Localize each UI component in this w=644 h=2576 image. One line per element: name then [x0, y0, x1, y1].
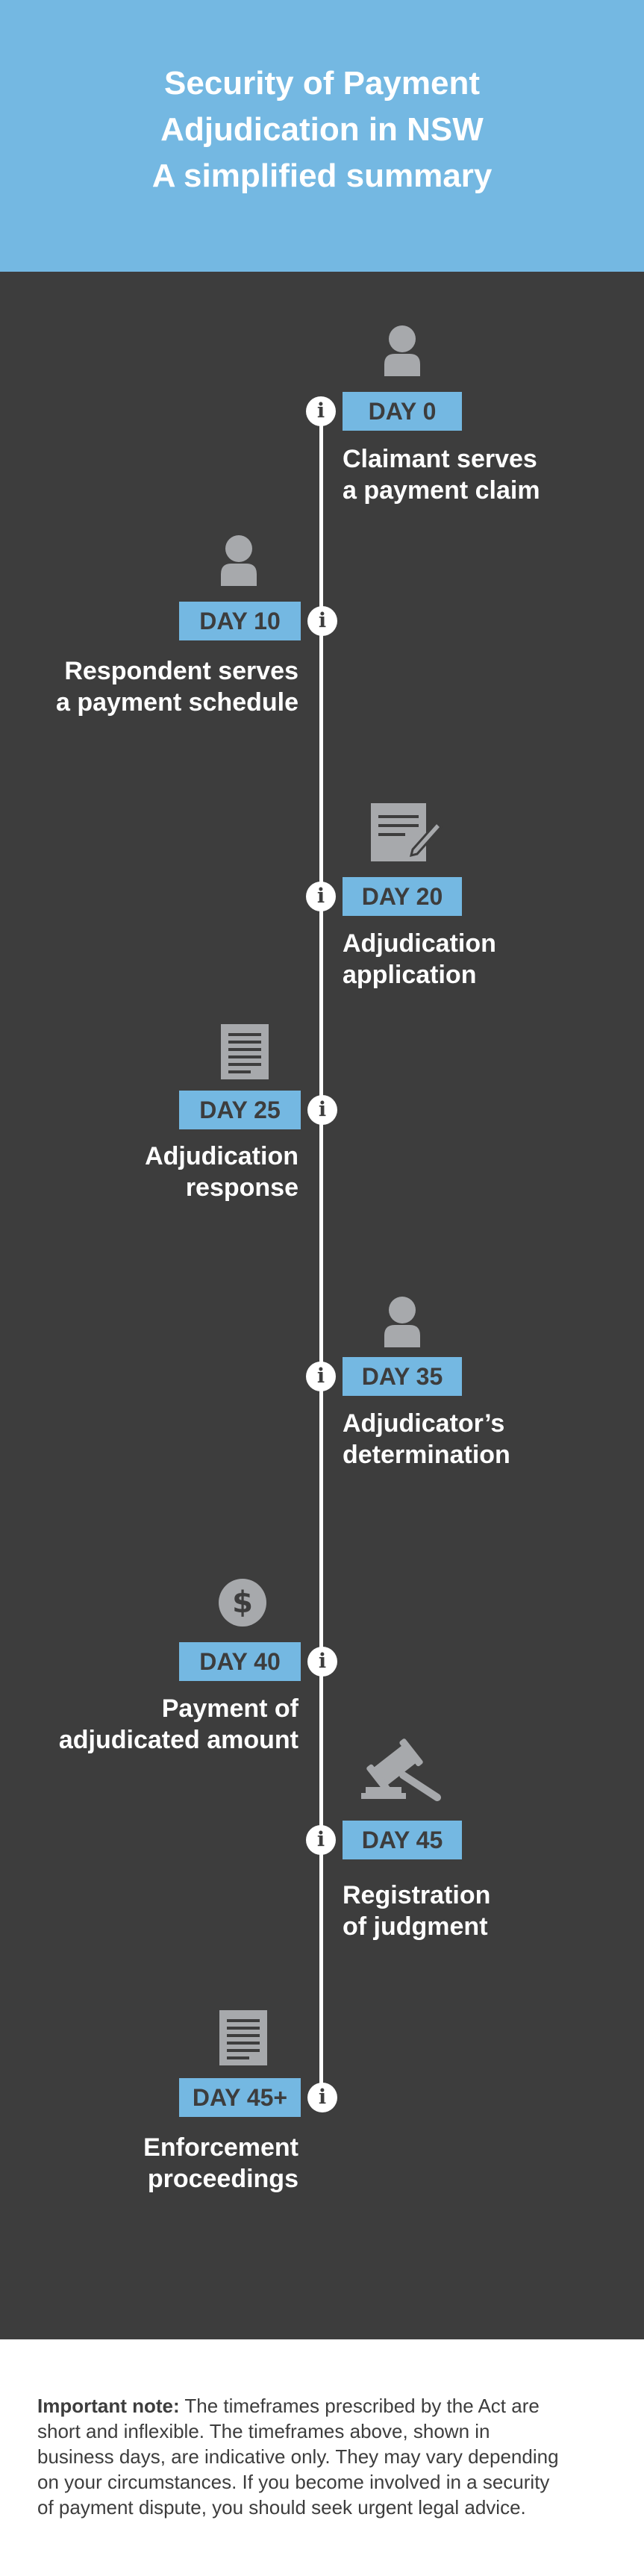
info-icon[interactable]: i	[306, 1362, 336, 1391]
step-description-line: a payment schedule	[55, 688, 298, 717]
day-badge: DAY 0	[343, 392, 462, 431]
title-line-1: Security of Payment	[163, 65, 481, 102]
info-icon[interactable]: i	[307, 606, 337, 636]
day-badge: DAY 25	[179, 1091, 301, 1129]
step-description: Adjudication response	[15, 1141, 298, 1203]
step-description-line: application	[343, 961, 477, 989]
info-icon[interactable]: i	[306, 882, 336, 911]
step-description-line: Payment of	[161, 1694, 298, 1723]
step-description: Registration of judgment	[343, 1880, 626, 1942]
info-icon[interactable]: i	[306, 396, 336, 426]
day-badge: DAY 20	[343, 877, 462, 916]
important-note: Important note: The timeframes prescribe…	[37, 2393, 619, 2520]
timeline-spine	[319, 399, 323, 2109]
note-line-3: business days, are indicative only. They…	[37, 2445, 559, 2468]
info-icon[interactable]: i	[307, 1647, 337, 1677]
document-pen-icon	[371, 800, 443, 864]
important-note-section: Important note: The timeframes prescribe…	[0, 2339, 644, 2576]
day-badge: DAY 45+	[179, 2078, 301, 2117]
step-description-line: Adjudicator’s	[343, 1409, 505, 1438]
note-line-1-rest: The timeframes prescribed by the Act are	[179, 2395, 540, 2417]
step-description-line: Adjudication	[343, 929, 496, 958]
day-badge: DAY 40	[179, 1642, 301, 1681]
step-description-line: Respondent serves	[64, 657, 298, 685]
step-description: Adjudication application	[343, 928, 626, 991]
step-description-line: Claimant serves	[343, 445, 537, 473]
step-description-line: Registration	[343, 1881, 491, 1909]
note-line-5: of payment dispute, you should seek urge…	[37, 2496, 526, 2519]
step-description-line: Enforcement	[143, 2133, 298, 2162]
step-description-line: a payment claim	[343, 476, 540, 505]
person-icon	[376, 322, 428, 376]
person-icon	[213, 532, 265, 586]
step-description-line: of judgment	[343, 1912, 488, 1941]
dollar-coin-icon: $	[218, 1578, 267, 1627]
svg-text:$: $	[232, 1585, 253, 1620]
step-description-line: response	[185, 1173, 298, 1202]
info-icon[interactable]: i	[306, 1825, 336, 1855]
step-description: Payment of adjudicated amount	[15, 1693, 298, 1756]
day-badge: DAY 45	[343, 1821, 462, 1859]
person-icon	[376, 1294, 428, 1347]
document-icon	[221, 1024, 269, 1079]
day-badge: DAY 35	[343, 1357, 462, 1396]
step-description: Respondent serves a payment schedule	[15, 655, 298, 718]
step-description-line: Adjudication	[145, 1142, 298, 1170]
info-icon[interactable]: i	[307, 2083, 337, 2112]
step-description-line: proceedings	[147, 2165, 298, 2193]
day-badge: DAY 10	[179, 602, 301, 640]
gavel-icon	[360, 1738, 446, 1805]
document-icon	[219, 2010, 267, 2065]
info-icon[interactable]: i	[307, 1095, 337, 1125]
step-description: Adjudicator’s determination	[343, 1408, 626, 1471]
note-line-2: short and inflexible. The timeframes abo…	[37, 2420, 490, 2442]
title-line-2: Adjudication in NSW	[160, 111, 484, 148]
title-line-3: A simplified summary	[151, 158, 493, 194]
note-line-4: on your circumstances. If you become inv…	[37, 2471, 550, 2493]
step-description-line: determination	[343, 1441, 510, 1469]
note-bold-lead: Important note:	[37, 2395, 180, 2417]
note-line-1: Important note: The timeframes prescribe…	[37, 2393, 619, 2418]
step-description: Claimant serves a payment claim	[343, 443, 626, 506]
header-banner: Security of Payment Adjudication in NSW …	[0, 0, 644, 272]
step-description: Enforcement proceedings	[15, 2132, 298, 2195]
step-description-line: adjudicated amount	[58, 1726, 298, 1754]
